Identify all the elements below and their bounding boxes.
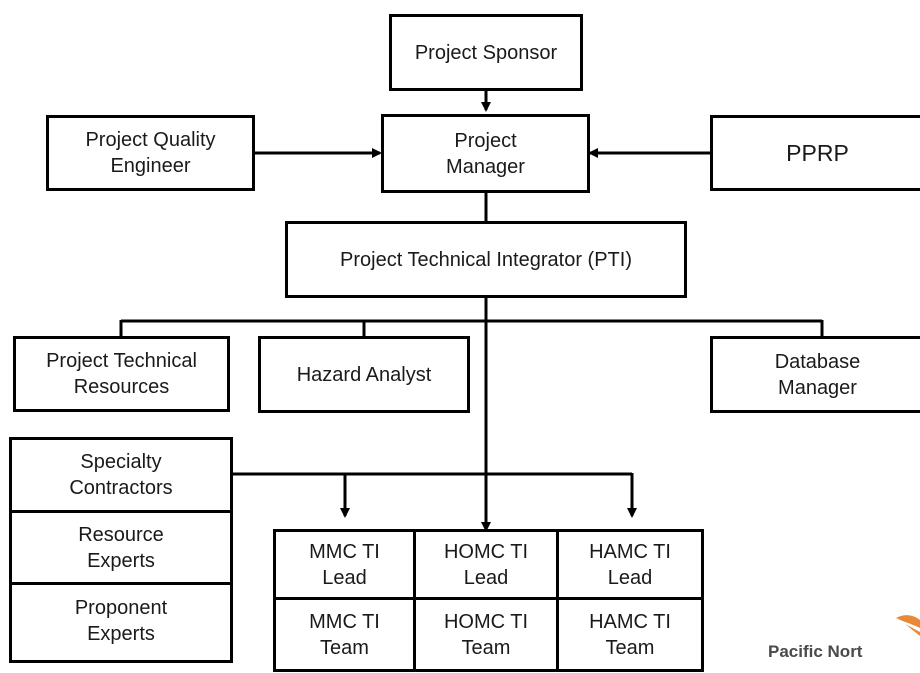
node-database-manager: Database Manager (710, 336, 920, 413)
node-project-quality-engineer: Project Quality Engineer (46, 115, 255, 191)
node-mmc-ti-lead: MMC TI Lead (276, 532, 416, 600)
node-proponent-experts: Proponent Experts (74, 597, 168, 645)
node-homc-ti-team: HOMC TI Team (416, 600, 559, 669)
node-hamc-ti-team: HAMC TI Team (589, 610, 671, 659)
node-resource-experts: Resource Experts (12, 513, 230, 585)
node-hamc-ti-lead: HAMC TI Lead (559, 532, 701, 600)
node-project-manager: Project Manager (381, 114, 590, 193)
node-homc-ti-lead: HOMC TI Lead (416, 532, 559, 600)
logo-bird-icon (905, 624, 920, 636)
experts-stack: Specialty Contractors Resource Experts P… (9, 437, 233, 663)
node-mmc-ti-team: MMC TI Team (276, 600, 416, 669)
node-hazard-analyst: Hazard Analyst (258, 336, 470, 413)
ti-grid: MMC TI Lead HOMC TI Lead HAMC TI Lead MM… (273, 529, 704, 672)
logo-bird-icon (896, 615, 920, 628)
node-pti: Project Technical Integrator (PTI) (285, 221, 687, 298)
node-specialty-contractors: Specialty Contractors (12, 440, 230, 513)
node-project-technical-resources: Project Technical Resources (13, 336, 230, 412)
node-pprp: PPRP (710, 115, 920, 191)
logo-text: Pacific Nort (768, 642, 863, 661)
node-project-sponsor: Project Sponsor (389, 14, 583, 91)
